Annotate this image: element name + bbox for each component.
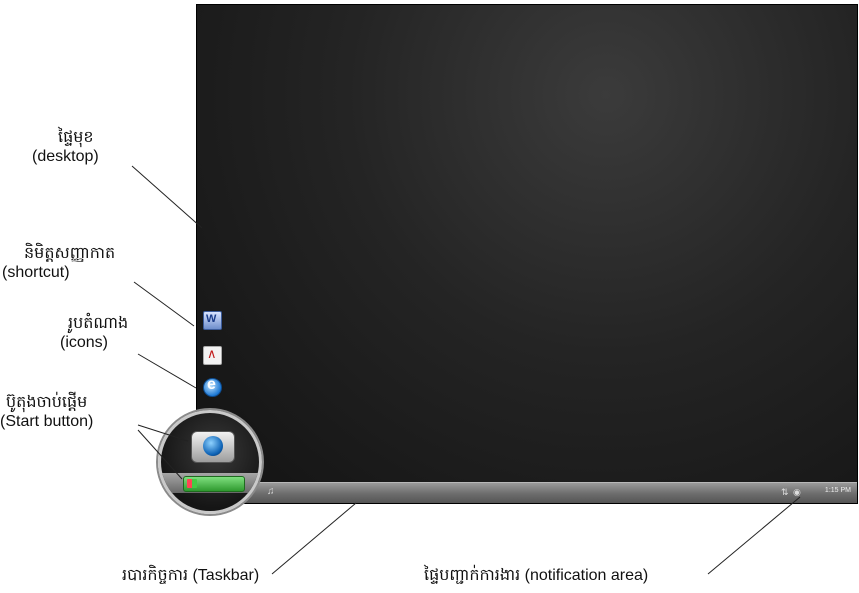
label-shortcut-khmer: និមិត្តសញ្ញាកាត [24, 245, 116, 262]
notification-area[interactable]: ⇅ ◉ 1:15 PM [779, 483, 857, 503]
desktop[interactable]: ♫ ⇅ ◉ 1:15 PM [196, 4, 858, 504]
label-desktop-english: (desktop) [32, 148, 99, 165]
word-document-icon[interactable] [203, 311, 222, 330]
label-icons-english: (icons) [60, 334, 109, 351]
label-notification-area: ផ្ទៃបញ្ជាក់ការងារ (notification area) [424, 567, 649, 584]
volume-icon[interactable]: ◉ [793, 487, 801, 497]
taskbar[interactable]: ♫ ⇅ ◉ 1:15 PM [197, 482, 857, 503]
internet-explorer-icon[interactable] [203, 376, 222, 397]
label-shortcut-english: (shortcut) [2, 264, 70, 281]
taskbar-clock[interactable]: 1:15 PM [824, 487, 851, 494]
start-button[interactable] [183, 476, 245, 492]
label-icons-khmer: រូបតំណាង [68, 315, 129, 332]
label-start-english: (Start button) [0, 413, 94, 430]
label-taskbar: របារកិច្ចការ (Taskbar) [122, 567, 260, 584]
leader-notification [707, 496, 801, 575]
leader-taskbar [271, 502, 357, 575]
quick-launch-icon[interactable]: ♫ [267, 486, 275, 497]
start-button-magnifier [158, 410, 262, 514]
label-icons: រូបតំណាង (icons) [60, 315, 170, 352]
label-desktop: ផ្ទៃមុខ (desktop) [32, 128, 142, 166]
label-shortcut: និមិត្តសញ្ញាកាត (shortcut) [2, 244, 162, 282]
windows-flag-icon [187, 479, 197, 488]
network-icon[interactable]: ⇅ [781, 487, 789, 497]
label-desktop-khmer: ផ្ទៃមុខ [58, 129, 94, 146]
windows-orb-icon[interactable] [191, 431, 235, 463]
label-start-khmer: ប៊ូតុងចាប់ផ្តើម [6, 394, 88, 411]
leader-icons [137, 353, 197, 389]
pdf-document-icon[interactable] [203, 346, 222, 365]
leader-desktop [131, 165, 203, 229]
label-start-button: ប៊ូតុងចាប់ផ្តើម (Start button) [0, 393, 150, 431]
